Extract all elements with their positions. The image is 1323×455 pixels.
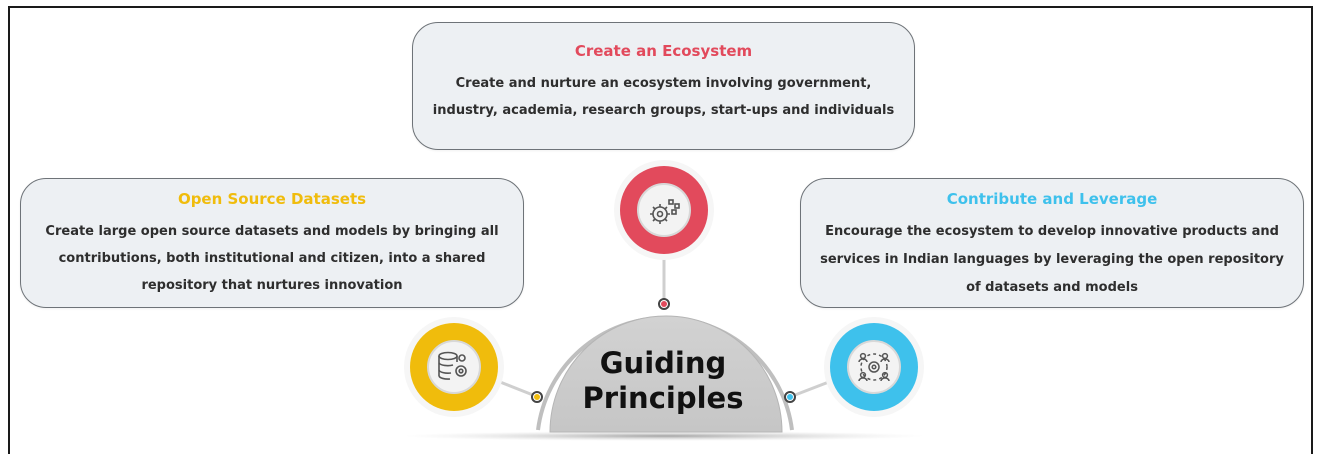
center-dome — [549, 315, 783, 433]
card-open-source-body: Create large open source datasets and mo… — [45, 224, 499, 293]
card-ecosystem-body: Create and nurture an ecosystem involvin… — [432, 76, 895, 118]
contribute-badge — [824, 317, 924, 417]
center-title-line2: Principles — [582, 381, 744, 415]
center-title: Guiding Principles — [560, 346, 766, 416]
gears-network-icon — [650, 199, 680, 224]
card-contribute: Contribute and Leverage Encourage the ec… — [800, 178, 1304, 308]
database-gear-icon — [438, 351, 467, 380]
ecosystem-badge — [614, 160, 714, 260]
card-contribute-title: Contribute and Leverage — [946, 190, 1158, 208]
people-gear-icon — [858, 352, 890, 382]
card-contribute-body: Encourage the ecosystem to develop innov… — [820, 224, 1284, 295]
diagram-frame — [8, 6, 1313, 454]
card-ecosystem: Create an Ecosystem Create and nurture a… — [412, 22, 915, 150]
card-open-source-title: Open Source Datasets — [177, 190, 367, 208]
card-ecosystem-title: Create an Ecosystem — [574, 42, 753, 60]
base-shadow — [402, 431, 926, 441]
center-title-line1: Guiding — [599, 346, 727, 380]
card-open-source: Open Source Datasets Create large open s… — [20, 178, 524, 308]
open-source-badge — [404, 317, 504, 417]
